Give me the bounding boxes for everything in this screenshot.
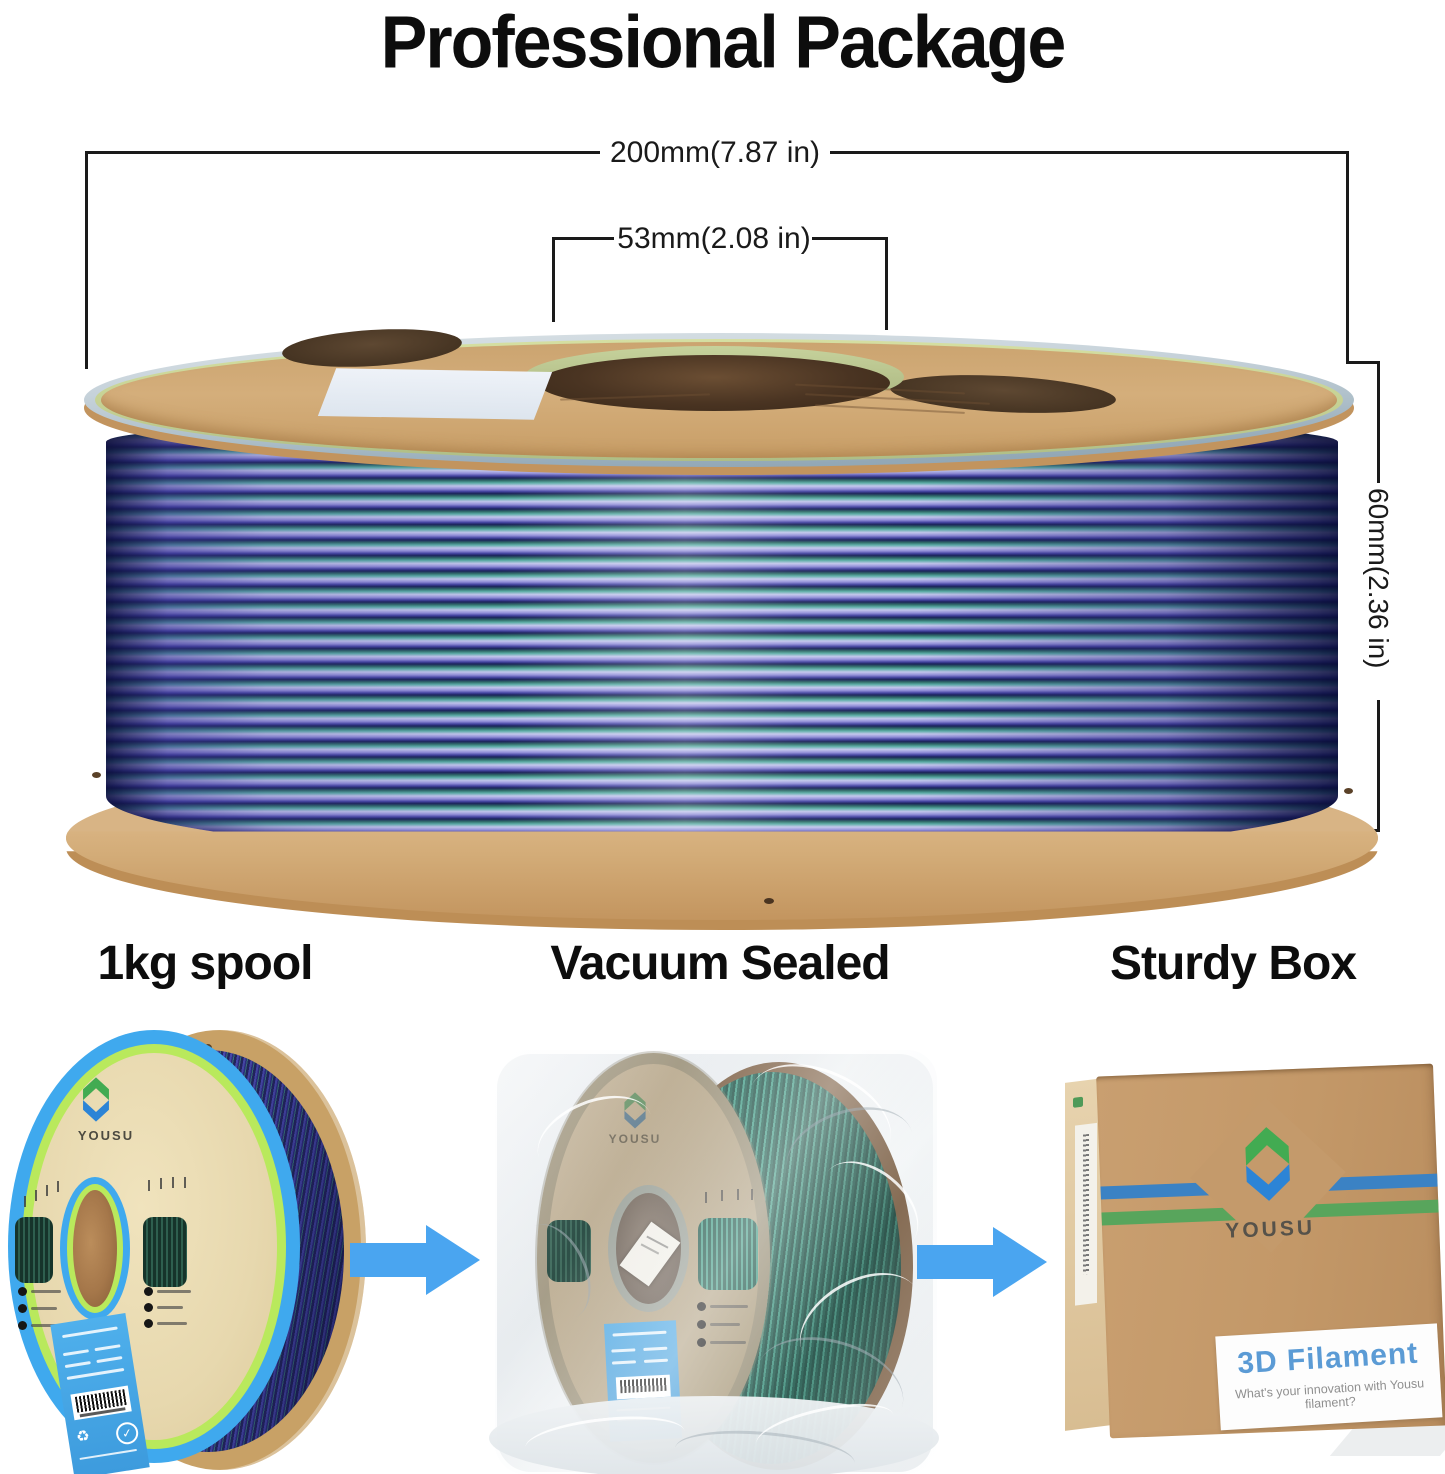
box-label-tagline: What's your innovation with Yousu filame…: [1234, 1376, 1425, 1412]
scale-tick: [172, 1177, 174, 1188]
social-icon: [18, 1287, 27, 1296]
social-row: [144, 1287, 191, 1296]
dim-60-line-top: [1377, 361, 1380, 483]
main-product-photo: [0, 320, 1445, 930]
box-side-label: [1075, 1122, 1097, 1306]
social-row: [18, 1321, 59, 1330]
dim-60-line-bottom: [1377, 700, 1380, 832]
dim-53-leg-left: [552, 237, 555, 322]
social-row: [144, 1319, 187, 1328]
desiccant-packet: [619, 1221, 681, 1287]
social-icon: [18, 1304, 27, 1313]
dim-200-line-right: [830, 151, 1348, 154]
scale-tick: [160, 1178, 162, 1189]
dim-53-label: 53mm(2.08 in): [617, 222, 811, 255]
social-icon: [144, 1319, 153, 1328]
social-icon: [144, 1287, 153, 1296]
yousu-logo-icon: [83, 1077, 109, 1122]
scale-tick: [57, 1181, 59, 1192]
social-row: [697, 1302, 748, 1311]
bag-bottom-pile: [489, 1396, 939, 1474]
yousu-wordmark: YOUSU: [1224, 1216, 1316, 1243]
filament-winding: [106, 416, 1338, 856]
dim-53-line-right: [812, 237, 888, 240]
yousu-logo-icon: [1245, 1127, 1290, 1201]
hub-hole: [538, 355, 890, 411]
dim-53-line-left: [552, 237, 614, 240]
spool-hub-hole: [73, 1190, 117, 1307]
scale-tick: [751, 1189, 753, 1200]
box-label-title: 3D Filament: [1236, 1336, 1420, 1381]
scale-tick: [148, 1180, 150, 1191]
vacuum-sealed-photo: YOUSU: [489, 1040, 945, 1474]
filament-window-left: [547, 1220, 591, 1282]
social-row: [18, 1287, 61, 1296]
social-icon: [144, 1303, 153, 1312]
scale-tick: [24, 1196, 26, 1207]
sturdy-box-photo: YOUSU 3D Filament What's your innovation…: [1055, 1050, 1445, 1474]
flange-screw-hole: [92, 772, 101, 778]
spool-front-photo: YOUSU: [8, 1028, 483, 1474]
section-label-vacuum: Vacuum Sealed: [550, 937, 890, 990]
social-row: [144, 1303, 183, 1312]
scale-tick: [46, 1185, 48, 1196]
yousu-logo-icon: [624, 1092, 646, 1129]
box-front-label: 3D Filament What's your innovation with …: [1215, 1323, 1443, 1431]
flange-screw-hole: [1344, 788, 1353, 794]
social-icon: [18, 1321, 27, 1330]
dim-60-jog-top: [1346, 361, 1380, 364]
scale-tick: [721, 1190, 723, 1201]
filament-window-left: [15, 1217, 53, 1283]
flange-screw-hole: [764, 898, 774, 904]
flange-sticker: [317, 368, 553, 420]
page-title: Professional Package: [380, 0, 1067, 84]
arrow-right-icon: [350, 1225, 480, 1295]
box-side-logo: [1073, 1096, 1083, 1108]
barcode: [70, 1385, 132, 1421]
scale-tick: [35, 1190, 37, 1201]
social-icon: [697, 1338, 706, 1347]
recycle-icon: ♻: [74, 1427, 91, 1447]
social-icon: [697, 1320, 706, 1329]
check-icon: ✓: [114, 1420, 140, 1446]
dim-53-leg-right: [885, 237, 888, 330]
box-front-face: YOUSU 3D Filament What's your innovation…: [1096, 1063, 1445, 1439]
arrow-right-icon: [917, 1227, 1047, 1297]
dim-200-leg-left: [85, 151, 88, 369]
yousu-wordmark: YOUSU: [608, 1132, 662, 1146]
section-label-spool: 1kg spool: [97, 937, 313, 990]
yousu-wordmark: YOUSU: [77, 1128, 135, 1143]
social-row: [697, 1338, 746, 1347]
filament-window-right: [143, 1217, 187, 1287]
dim-200-line-left: [85, 151, 600, 154]
scale-tick: [184, 1177, 186, 1188]
social-icon: [697, 1302, 706, 1311]
dim-60-label: 60mm(2.36 in): [1363, 488, 1394, 669]
dim-200-leg-right: [1346, 151, 1349, 363]
social-row: [697, 1320, 740, 1329]
section-label-box: Sturdy Box: [1109, 937, 1357, 990]
vacuum-hub-hole: [616, 1193, 681, 1304]
scale-tick: [705, 1192, 707, 1203]
scale-tick: [737, 1189, 739, 1200]
social-row: [18, 1304, 57, 1313]
barcode: [615, 1374, 671, 1400]
dim-200-label: 200mm(7.87 in): [609, 136, 821, 169]
filament-window-right: [698, 1218, 758, 1290]
